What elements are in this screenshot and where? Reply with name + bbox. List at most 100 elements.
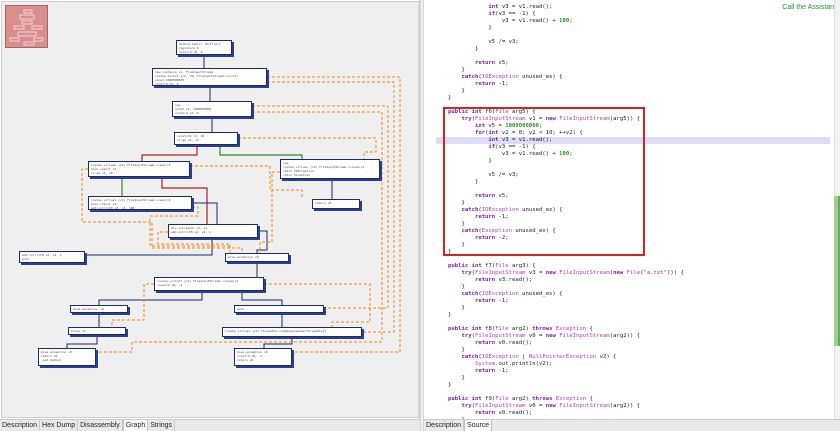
source-line-text: v3 = v1.read() + 100; <box>448 151 573 157</box>
source-line[interactable]: v3 = v1.read() + 100; <box>448 18 573 25</box>
source-line[interactable]: } <box>448 382 451 389</box>
source-line[interactable]: int v5 = 1000000000; <box>448 123 542 130</box>
graph-node[interactable]: return v0 <box>312 199 360 209</box>
source-line[interactable]: catch(IOException | NullPointerException… <box>448 354 616 361</box>
source-line[interactable]: } <box>448 179 478 186</box>
source-line[interactable]: } <box>448 88 464 95</box>
source-line-text: } <box>448 25 492 31</box>
graph-node-line: return v0 <box>41 354 58 358</box>
source-line[interactable]: public int f7(File arg3) { <box>448 263 536 270</box>
source-line[interactable]: return -1; <box>448 81 509 88</box>
source-line[interactable]: try(FileInputStream v1 = new FileInputSt… <box>448 116 640 123</box>
left-tab-strings[interactable]: Strings <box>148 420 176 431</box>
scrollbar-thumb[interactable] <box>834 196 840 346</box>
source-line-text: try(FileInputStream v1 = new FileInputSt… <box>461 116 641 122</box>
graph-node[interactable]: invoke-virtual {v1} Throwable->addSuppre… <box>222 327 362 337</box>
source-line[interactable]: } <box>448 67 464 74</box>
source-line[interactable]: } <box>448 249 451 256</box>
source-code-view[interactable]: int v3 = v1.read(); if(v3 == -1) { v3 = … <box>424 0 830 419</box>
graph-node[interactable]: move-exception v0 <box>70 305 128 313</box>
source-line[interactable]: } <box>448 200 464 207</box>
graph-node[interactable]: invoke-virtual {v1} FileInputStream->clo… <box>154 277 264 291</box>
source-line[interactable]: return v0.read(); <box>448 340 532 347</box>
source-line[interactable]: System.out.println(v2); <box>448 361 552 368</box>
graph-edge <box>263 337 293 348</box>
source-line[interactable]: catch(Exception unused_ex) { <box>448 228 555 235</box>
source-line[interactable]: v3 = v1.read() + 100; <box>448 151 573 158</box>
source-line[interactable]: int v3 = v1.read(); <box>436 137 830 144</box>
graph-edge <box>219 145 303 159</box>
source-line[interactable]: } <box>448 158 491 165</box>
source-line[interactable]: try(FileInputStream v0 = new FileInputSt… <box>448 333 640 340</box>
source-line[interactable]: } <box>448 312 451 319</box>
source-line[interactable]: public int f6(File arg5) { <box>448 109 536 116</box>
source-line[interactable]: return v5; <box>448 60 509 67</box>
source-line[interactable]: catch(IOException unused_ex) { <box>448 207 562 214</box>
source-line[interactable]: return v3.read(); <box>448 277 532 284</box>
source-line[interactable]: return -2; <box>448 235 509 242</box>
graph-node[interactable]: goto <box>234 305 324 313</box>
graph-edge <box>157 231 231 253</box>
source-line[interactable]: } <box>448 284 464 291</box>
source-line[interactable]: } <box>448 417 464 419</box>
source-line[interactable]: try(FileInputStream v3 = new FileInputSt… <box>448 270 683 277</box>
left-tab-disassembly[interactable]: Disassembly <box>78 420 123 431</box>
source-line[interactable]: } <box>448 221 465 228</box>
source-line[interactable]: public int f8(File arg2) throws Exceptio… <box>448 326 593 333</box>
split-divider[interactable] <box>420 0 424 431</box>
source-line[interactable]: int v3 = v1.read(); <box>448 4 552 11</box>
source-line-text: } <box>448 221 465 227</box>
graph-node[interactable]: invoke-virtual {v1} FileInputStream->rea… <box>88 196 192 210</box>
source-line[interactable]: } <box>448 347 464 354</box>
source-line[interactable]: try(FileInputStream v0 = new FileInputSt… <box>448 403 640 410</box>
source-line-text: } <box>448 305 465 311</box>
graph-node-line: catch Exception <box>283 173 311 177</box>
graph-node-line: -end method <box>41 358 61 362</box>
source-line[interactable]: catch(IOException unused_ex) { <box>448 74 562 81</box>
left-tab-hex-dump[interactable]: Hex Dump <box>40 420 79 431</box>
source-line[interactable]: } <box>448 25 492 32</box>
source-line[interactable]: for(int v2 = 0; v2 < 10; ++v2) { <box>448 130 583 137</box>
source-line[interactable]: return v0.read(); <box>448 410 532 417</box>
graph-node-line: nop <box>283 161 289 165</box>
source-line[interactable]: return -1; <box>448 368 509 375</box>
source-line[interactable]: return -1; <box>448 298 509 305</box>
graph-minimap[interactable] <box>5 5 48 48</box>
graph-node[interactable]: invoke-virtual {v1} FileInputStream->rea… <box>88 161 190 177</box>
source-line[interactable]: if(v3 == -1) { <box>448 11 535 18</box>
source-line[interactable]: } <box>448 95 451 102</box>
source-line[interactable]: if(v3 == -1) { <box>448 144 535 151</box>
left-tab-graph[interactable]: Graph <box>122 420 149 431</box>
source-line[interactable]: } <box>448 242 464 249</box>
source-line-text: v5 /= v3; <box>448 39 519 45</box>
left-tab-description[interactable]: Description <box>0 420 41 431</box>
source-line-text: try(FileInputStream v0 = new FileInputSt… <box>461 403 641 409</box>
source-scrollbar[interactable] <box>834 0 840 419</box>
right-tab-source[interactable]: Source <box>464 420 493 431</box>
graph-node[interactable]: move-exception v0 <box>225 253 289 262</box>
source-line[interactable]: v5 /= v3; <box>448 39 519 46</box>
source-line[interactable]: } <box>448 305 465 312</box>
source-line[interactable]: } <box>448 375 464 382</box>
source-line[interactable]: return v5; <box>448 193 509 200</box>
call-assistant-link[interactable]: Call the Assistant <box>782 4 836 11</box>
source-line[interactable]: return -1; <box>448 214 509 221</box>
source-line[interactable]: public int f9(File arg2) throws Exceptio… <box>448 396 593 403</box>
source-line[interactable]: catch(IOException unused_ex) { <box>448 291 562 298</box>
source-line[interactable]: } <box>448 46 478 53</box>
right-tab-description[interactable]: Description <box>424 420 465 431</box>
graph-node[interactable]: throw v0 <box>68 327 126 335</box>
graph-node-line: invoke-virtual {v1} FileInputStream->clo… <box>157 279 239 283</box>
source-line[interactable]: v5 /= v3; <box>448 172 518 179</box>
